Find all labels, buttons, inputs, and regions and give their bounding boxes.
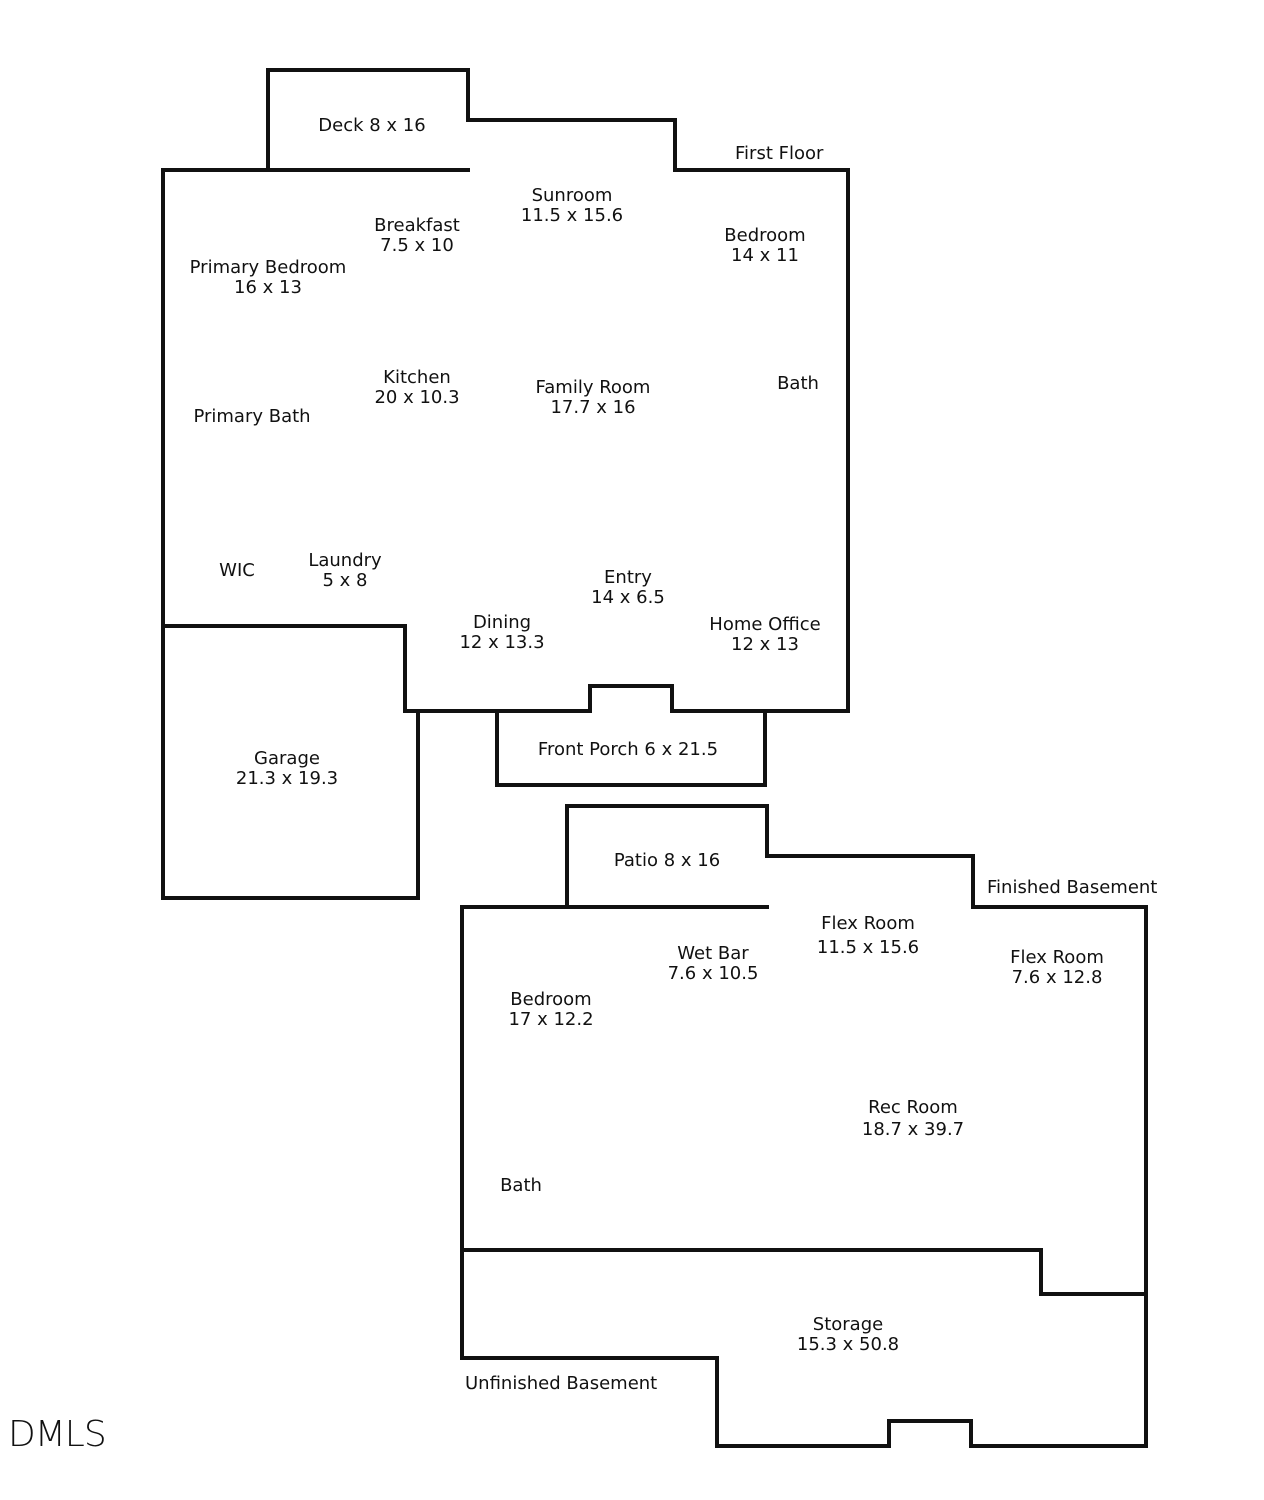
room-deck: Deck 8 x 16 — [318, 116, 425, 136]
room-primary-bath: Primary Bath — [193, 407, 310, 427]
room-dims: 7.6 x 12.8 — [1011, 967, 1103, 988]
room-front-porch: Front Porch 6 x 21.5 — [538, 740, 718, 760]
room-name: Primary Bath — [193, 406, 311, 427]
room-name: Flex Room — [821, 913, 915, 934]
unfinished-basement-wall — [460, 1248, 1148, 1448]
room-garage: Garage 21.3 x 19.3 — [236, 749, 338, 789]
room-dims: 14 x 11 — [731, 245, 799, 266]
room-basement-bedroom: Bedroom 17 x 12.2 — [508, 990, 593, 1030]
room-dims: 21.3 x 19.3 — [235, 768, 339, 789]
room-name: Breakfast — [374, 215, 460, 236]
room-dims: 20 x 10.3 — [374, 387, 460, 408]
room-name: Dining — [472, 612, 532, 633]
room-name: Laundry — [308, 550, 382, 571]
room-wic: WIC — [219, 561, 255, 581]
garage-wall — [161, 624, 420, 900]
room-dims: 11.5 x 15.6 — [816, 937, 920, 958]
room-dims: 15.3 x 50.8 — [796, 1334, 900, 1355]
room-rec-room: Rec Room 18.7 x 39.7 — [862, 1098, 964, 1140]
room-dims: 14 x 6.5 — [591, 587, 665, 608]
room-patio: Patio 8 x 16 — [614, 851, 720, 871]
room-home-office: Home Office 12 x 13 — [709, 615, 820, 655]
room-name: Bedroom — [724, 225, 806, 246]
room-dims: 18.7 x 39.7 — [861, 1119, 965, 1140]
room-name: Bedroom — [510, 989, 592, 1010]
room-dining: Dining 12 x 13.3 — [459, 613, 544, 653]
room-name: Entry — [604, 567, 652, 588]
finished-basement-wall — [460, 804, 1148, 1296]
room-name: Storage — [812, 1314, 884, 1335]
first-floor-wall — [161, 68, 850, 713]
room-label: Front Porch 6 x 21.5 — [537, 739, 719, 760]
room-name: Rec Room — [868, 1097, 958, 1118]
room-name: Bath — [500, 1175, 542, 1196]
room-name: Wet Bar — [677, 943, 749, 964]
room-storage: Storage 15.3 x 50.8 — [797, 1315, 899, 1355]
room-label: Patio 8 x 16 — [613, 850, 721, 871]
room-bath: Bath — [777, 374, 819, 394]
room-kitchen: Kitchen 20 x 10.3 — [374, 368, 459, 408]
room-breakfast: Breakfast 7.5 x 10 — [374, 216, 460, 256]
room-dims: 7.6 x 10.5 — [667, 963, 759, 984]
room-flex-room-1: Flex Room 11.5 x 15.6 — [817, 914, 919, 958]
room-dims: 5 x 8 — [322, 570, 368, 591]
room-name: Flex Room — [1010, 947, 1104, 968]
room-name: WIC — [219, 560, 255, 581]
room-name: Sunroom — [531, 185, 613, 206]
room-wet-bar: Wet Bar 7.6 x 10.5 — [668, 944, 759, 984]
room-dims: 17 x 12.2 — [508, 1009, 594, 1030]
front-porch-wall — [495, 709, 767, 787]
room-entry: Entry 14 x 6.5 — [591, 568, 665, 608]
finished-basement-title: Finished Basement — [987, 877, 1158, 898]
room-primary-bedroom: Primary Bedroom 16 x 13 — [190, 258, 347, 298]
room-name: Bath — [777, 373, 819, 394]
room-label: Deck 8 x 16 — [318, 115, 426, 136]
dmls-logo: DMLS — [8, 1414, 107, 1455]
room-dims: 7.5 x 10 — [380, 235, 454, 256]
room-dims: 12 x 13 — [731, 634, 799, 655]
room-dims: 11.5 x 15.6 — [520, 205, 624, 226]
room-dims: 16 x 13 — [234, 277, 302, 298]
room-name: Primary Bedroom — [189, 257, 347, 278]
unfinished-basement-title: Unfinished Basement — [465, 1373, 658, 1394]
room-sunroom: Sunroom 11.5 x 15.6 — [521, 186, 623, 226]
room-name: Home Office — [709, 614, 821, 635]
room-name: Family Room — [535, 377, 651, 398]
room-dims: 17.7 x 16 — [550, 397, 636, 418]
room-family-room: Family Room 17.7 x 16 — [536, 378, 651, 418]
room-flex-room-2: Flex Room 7.6 x 12.8 — [1010, 948, 1104, 988]
room-name: Kitchen — [383, 367, 451, 388]
room-basement-bath: Bath — [500, 1176, 542, 1196]
first-floor-title: First Floor — [735, 143, 824, 164]
room-name: Garage — [254, 748, 320, 769]
room-laundry: Laundry 5 x 8 — [308, 551, 381, 591]
room-bedroom: Bedroom 14 x 11 — [724, 226, 805, 266]
room-dims: 12 x 13.3 — [459, 632, 545, 653]
